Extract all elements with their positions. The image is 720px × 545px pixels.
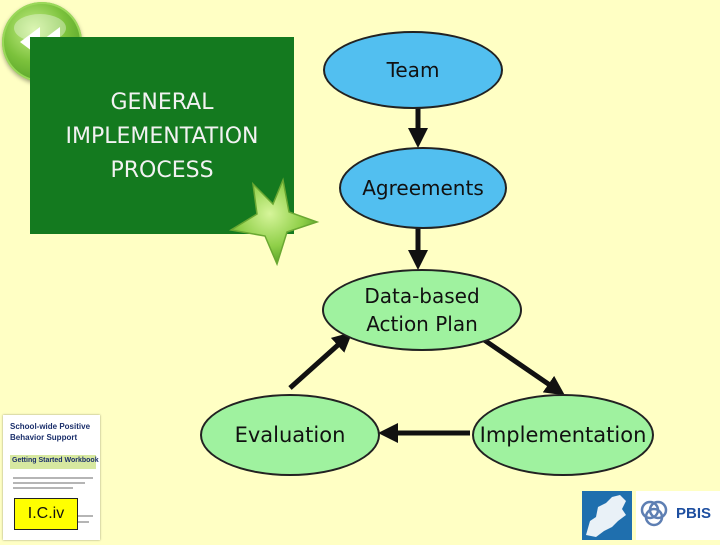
node-implementation-label: Implementation [479,423,647,447]
workbook-title-line-2: Behavior Support [10,433,78,442]
workbook-subtitle: Getting Started Workbook [12,457,99,464]
title-line-3: PROCESS [110,158,214,183]
reference-badge: I.C.iv [14,498,78,530]
node-agreements-label: Agreements [362,176,484,200]
workbook-title: School-wide Positive Behavior Support [10,421,98,443]
node-evaluation-label: Evaluation [234,423,346,447]
workbook-text-line [75,515,93,517]
pbis-logo [636,491,720,540]
us-northeast-map-icon [586,495,626,537]
arrow-evaluation-to-action-plan [288,331,353,390]
map-logo [582,491,632,540]
star-icon [228,177,320,267]
pbis-logo-text: PBIS [676,505,712,522]
title-line-2: IMPLEMENTATION [65,124,259,149]
workbook-text-line [13,477,93,479]
title-line-1: GENERAL [110,90,214,115]
node-team-label: Team [386,58,440,82]
workbook-text-line [13,487,73,489]
node-team: Team [323,31,503,109]
title-text: GENERAL IMPLEMENTATION PROCESS [30,86,294,188]
workbook-text-line [13,482,85,484]
workbook-text-line [75,521,89,523]
node-action-plan: Data-based Action Plan [322,269,522,351]
arrow-action-plan-to-implementation [472,330,565,396]
workbook-band [10,455,96,469]
workbook-title-line-1: School-wide Positive [10,422,91,431]
node-evaluation: Evaluation [200,394,380,476]
title-box [30,37,294,234]
interlocking-rings-icon [640,500,668,527]
node-action-plan-label-2: Action Plan [366,312,478,336]
node-action-plan-label-1: Data-based [364,284,480,308]
node-agreements: Agreements [339,147,507,229]
node-implementation: Implementation [472,394,654,476]
